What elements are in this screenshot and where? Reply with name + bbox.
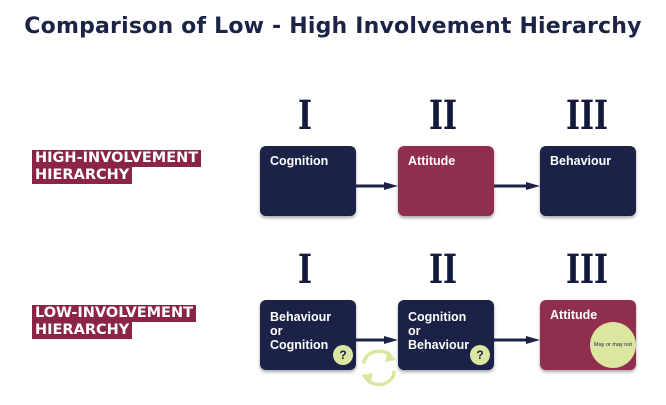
low-box-1-line1: Behaviour bbox=[270, 310, 332, 324]
stage-numeral-1-low: I bbox=[297, 246, 313, 293]
stage-numeral-3: III bbox=[565, 92, 609, 139]
high-attitude-box: Attitude bbox=[398, 146, 494, 216]
low-box-2-line2: or bbox=[408, 324, 421, 338]
high-arrow-2 bbox=[494, 182, 540, 190]
low-behaviour-or-cognition-box: Behaviour or Cognition bbox=[260, 300, 356, 370]
high-involvement-label: HIGH-INVOLVEMENT HIERARCHY bbox=[32, 150, 202, 184]
low-box-1-line3: Cognition bbox=[270, 338, 329, 352]
high-box-1-label: Cognition bbox=[270, 154, 329, 168]
low-box-1-line2: or bbox=[270, 324, 283, 338]
stage-numeral-2-low: II bbox=[428, 246, 458, 293]
low-involvement-label: LOW-INVOLVEMENT HIERARCHY bbox=[32, 305, 196, 339]
high-box-3-label: Behaviour bbox=[550, 154, 612, 168]
low-arrow-2 bbox=[494, 336, 540, 344]
stage-numeral-1: I bbox=[297, 92, 313, 139]
question-badge-1: ? bbox=[333, 345, 353, 365]
low-box-3-label: Attitude bbox=[550, 308, 598, 322]
low-arrow-1 bbox=[356, 336, 398, 344]
stage-numeral-2: II bbox=[428, 92, 458, 139]
high-label-line2: HIERARCHY bbox=[32, 167, 133, 184]
high-box-2-label: Attitude bbox=[408, 154, 456, 168]
may-or-may-not-badge: May or may not bbox=[590, 322, 636, 368]
low-label-line1: LOW-INVOLVEMENT bbox=[32, 305, 196, 322]
question-badge-2: ? bbox=[470, 345, 490, 365]
high-cognition-box: Cognition bbox=[260, 146, 356, 216]
diagram-title: Comparison of Low - High Involvement Hie… bbox=[24, 14, 642, 39]
low-label-line2: HIERARCHY bbox=[32, 322, 133, 339]
high-arrow-1 bbox=[356, 182, 398, 190]
low-box-2-line3: Behaviour bbox=[408, 338, 470, 352]
high-behaviour-box: Behaviour bbox=[540, 146, 636, 216]
low-box-2-line1: Cognition bbox=[408, 310, 467, 324]
stage-numeral-3-low: III bbox=[565, 246, 609, 293]
cycle-arrows-icon bbox=[361, 349, 396, 387]
high-label-line1: HIGH-INVOLVEMENT bbox=[32, 150, 202, 167]
